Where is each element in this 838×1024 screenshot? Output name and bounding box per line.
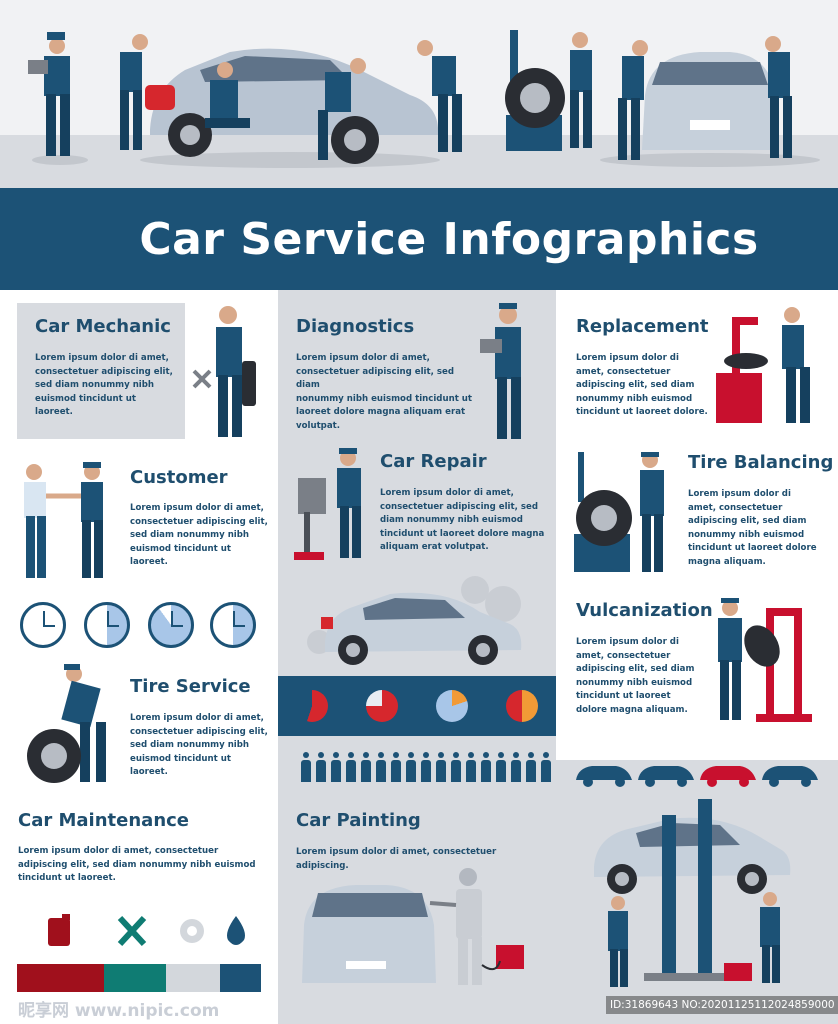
tire-balancing-heading: Tire Balancing [688,452,834,473]
car-painting-text: Lorem ipsum dolor di amet, consectetuer … [296,847,497,871]
maintenance-bar [166,964,220,992]
person-icon [345,752,357,782]
mechanics-scene-illustration [28,30,820,168]
tire-balancer-illustration [505,30,592,151]
person-icon [540,752,552,782]
clock-icon [210,602,256,648]
maintenance-icon-row [48,914,245,947]
car-side-illustration [140,40,462,168]
person-icon [510,752,522,782]
person-icon [315,752,327,782]
oil-drop-icon [227,916,245,945]
person-icon [405,752,417,782]
fuel-can-icon [48,914,70,946]
mechanic-engine-icon [294,448,361,560]
person-icon [435,752,447,782]
page-title: Car Service Infographics [139,213,759,265]
mechanic-with-laptop-icon [480,303,521,439]
watermark-logo: 昵享网 www.nipic.com [18,1001,220,1021]
mechanic-figure [120,34,148,150]
pie-chart-icon [296,690,328,722]
car-repair-heading: Car Repair [380,451,487,472]
car-maintenance-heading: Car Maintenance [18,810,190,831]
maintenance-bar [17,964,104,992]
car-with-gears-icon [307,576,522,665]
pie-chart-icon [436,690,468,722]
car-icon [762,766,818,787]
mechanic-rolling-tire-icon [27,664,106,783]
diagnostics-text: Lorem ipsum dolor di amet,consectetuer a… [296,353,473,431]
clock-icon [84,602,130,648]
car-mechanic-text: Lorem ipsum dolor di amet,consectetuer a… [35,353,173,418]
person-icon [420,752,432,782]
mechanic-laptop-figure [28,32,88,165]
tire-service-heading: Tire Service [130,676,251,697]
maintenance-bar [104,964,166,992]
mechanic-with-tire-icon [192,306,256,437]
person-icon [375,752,387,782]
hero-illustration [0,0,838,188]
customer-handshake-icon [24,462,103,578]
car-lift-illustration [594,799,791,987]
car-painting-heading: Car Painting [296,810,421,831]
gear-icon [180,919,204,943]
car-painting-illustration [302,868,524,985]
person-icon [480,752,492,782]
wrench-cross-icon [117,915,147,947]
people-row [300,752,552,782]
tire-balancing-machine-icon [574,452,664,572]
person-icon [495,752,507,782]
car-icon [638,766,694,787]
car-icon-highlighted [700,766,756,787]
vulcanization-heading: Vulcanization [576,600,713,621]
person-icon [360,752,372,782]
maintenance-bar [220,964,261,992]
car-mechanic-heading: Car Mechanic [35,316,171,337]
pie-chart-icon [506,690,538,722]
car-front-illustration [600,36,820,167]
customer-heading: Customer [130,467,228,488]
tire-service-text: Lorem ipsum dolor di amet,consectetuer a… [130,713,268,778]
person-icon [330,752,342,782]
tire-changer-machine-icon [716,307,810,423]
title-banner: Car Service Infographics [0,188,838,290]
watermark-id: ID:31869643 NO:20201125112024859000 [606,996,838,1014]
clock-icon [148,602,194,648]
person-icon [465,752,477,782]
replacement-heading: Replacement [576,316,709,337]
person-icon [450,752,462,782]
pie-chart-icon [366,690,398,722]
car-repair-text: Lorem ipsum dolor di amet,consectetuer a… [380,488,545,553]
car-mechanic-panel [17,303,185,439]
person-icon [525,752,537,782]
car-icon [576,766,632,787]
person-icon [390,752,402,782]
vulcanization-press-icon [718,598,812,722]
clock-icon [20,602,66,648]
car-icons-row [576,766,818,787]
customer-text: Lorem ipsum dolor di amet,consectetuer a… [130,503,268,568]
person-icon [300,752,312,782]
diagnostics-heading: Diagnostics [296,316,415,337]
